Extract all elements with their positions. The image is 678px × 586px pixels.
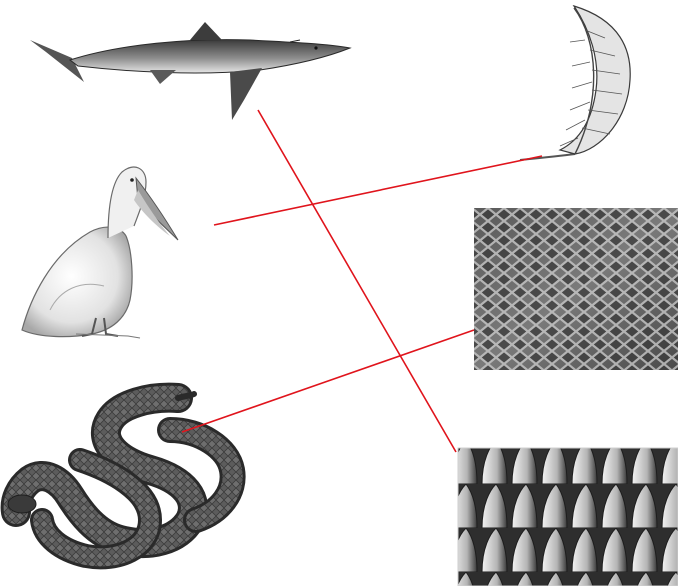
connection-line-shark-shark-denticles — [258, 110, 456, 452]
snake-icon — [8, 394, 233, 557]
pelican-icon — [22, 167, 178, 338]
shark-icon — [30, 22, 350, 120]
connection-line-snake-snake-scales — [182, 330, 474, 432]
snake-scale-texture — [474, 208, 678, 370]
shark-skin-texture — [458, 448, 678, 586]
feather-icon — [520, 6, 630, 160]
